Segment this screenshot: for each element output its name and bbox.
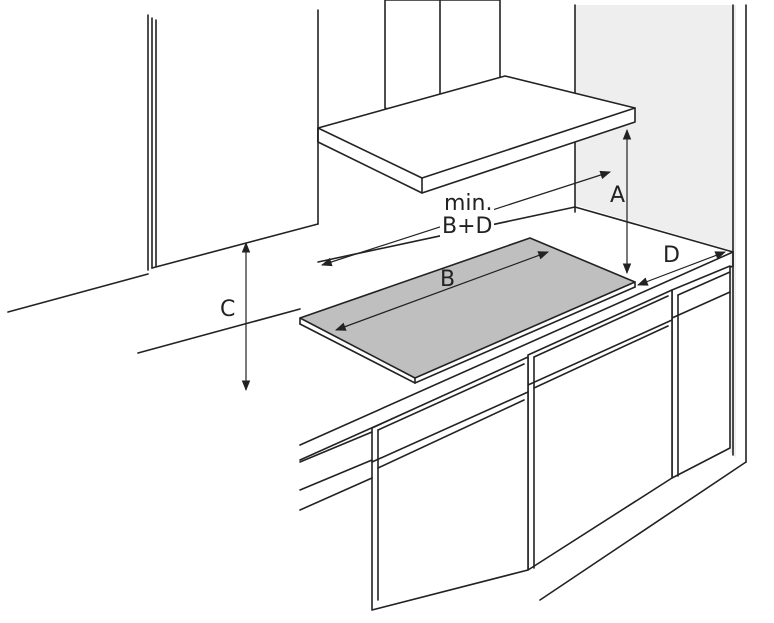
label-a: A: [610, 183, 625, 208]
dimension-d-line: [636, 251, 727, 286]
lower-cabinets: [299, 265, 731, 611]
left-tall-cabinet: [147, 9, 319, 271]
label-c: C: [220, 297, 235, 322]
label-min: min.: [444, 191, 492, 216]
chimney-hood: [317, 0, 636, 194]
label-b: B: [440, 267, 455, 292]
label-d: D: [663, 243, 680, 268]
floor-lines: [7, 273, 747, 601]
label-b-plus-d: B+D: [442, 214, 492, 239]
dimension-lines: [241, 128, 727, 392]
